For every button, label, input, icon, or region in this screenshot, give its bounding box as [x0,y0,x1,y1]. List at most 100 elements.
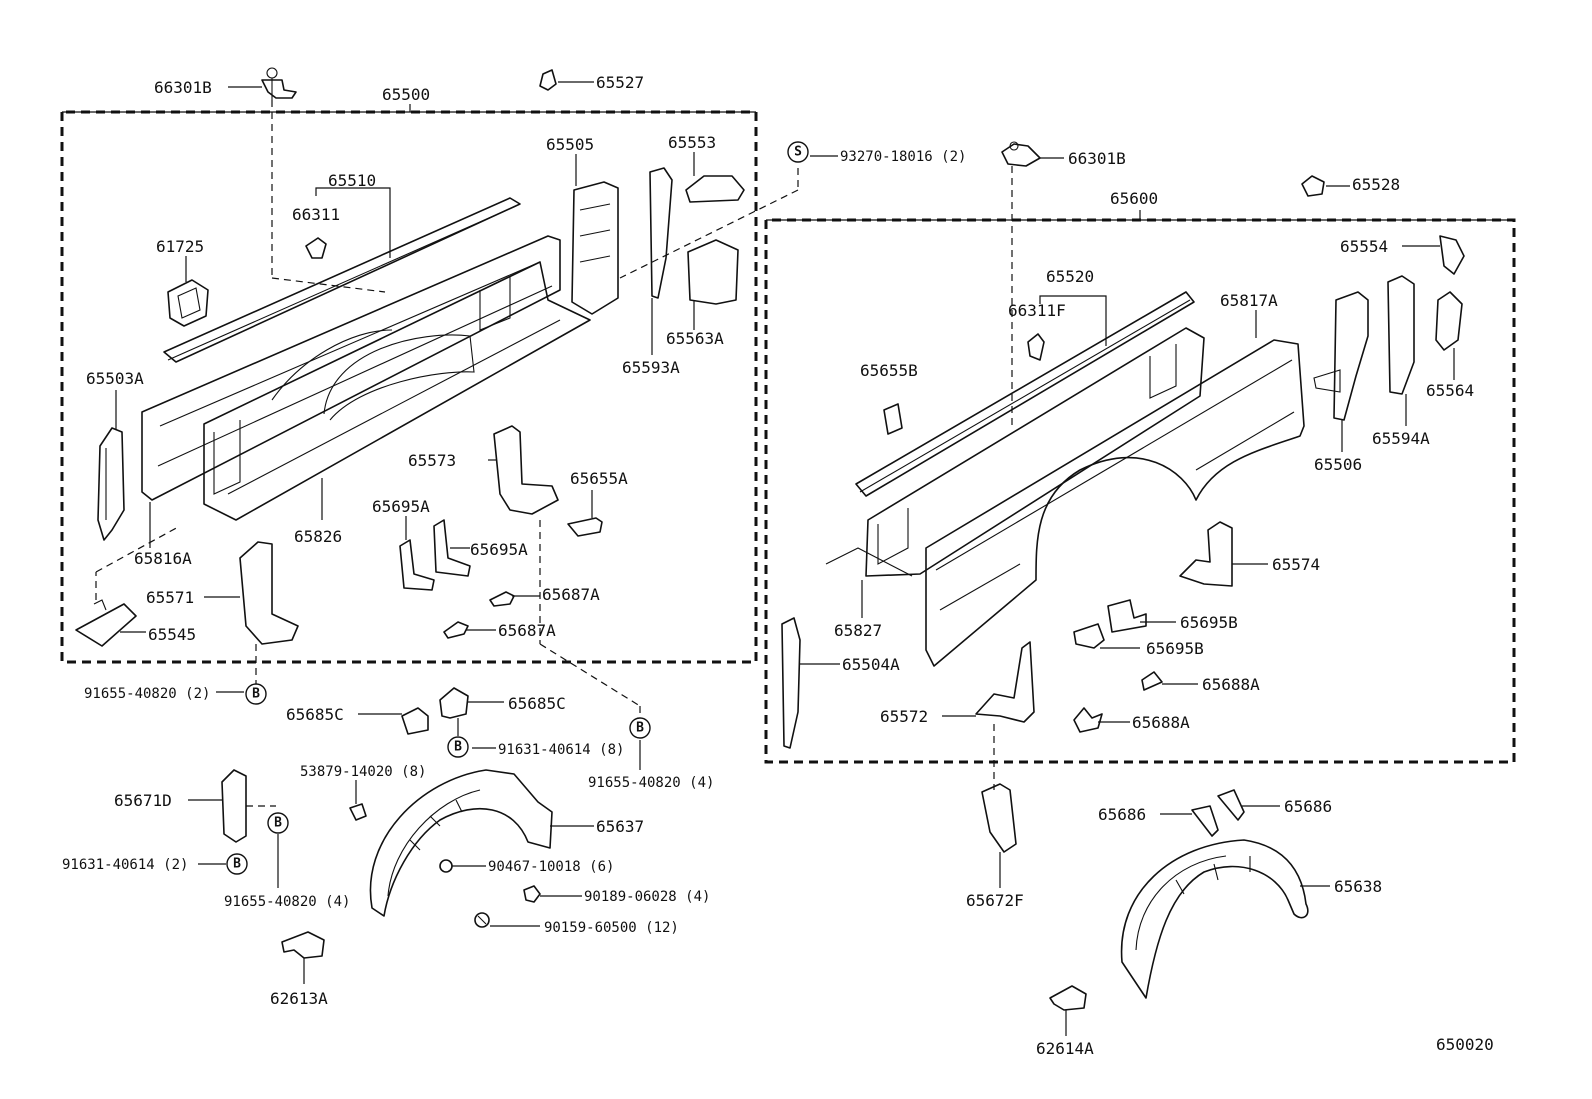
clip-65688a-b [1073,707,1130,733]
bracket-65686-a [1160,805,1219,837]
label-65528: 65528 [1352,175,1400,194]
callout-s: S [787,141,809,163]
label-90189: 90189-06028 (4) [584,889,710,905]
label-65506: 65506 [1314,455,1362,474]
clip-65688a-a [1141,671,1198,691]
bracket-65686-b [1217,789,1280,821]
label-65687a-a: 65687A [542,585,600,604]
panel-65505 [571,154,619,315]
nut-53879 [349,780,367,821]
label-91655-2: 91655-40820 (2) [84,686,210,702]
clip-65655b [883,403,903,435]
label-65686-a: 65686 [1098,805,1146,824]
clip-66301b-left [228,67,386,293]
svg-text:B: B [636,721,644,736]
label-65554: 65554 [1340,237,1388,256]
callout-b-3: B [629,717,651,739]
screw-90159 [474,912,540,928]
callout-b-5: B [226,853,248,875]
frame-left-bed-group [60,104,758,664]
label-65545: 65545 [148,625,196,644]
label-62614a: 62614A [1036,1039,1094,1058]
label-65504a: 65504A [842,655,900,674]
label-90467: 90467-10018 (6) [488,859,614,875]
bracket-65695a-b [433,519,471,577]
label-65686-b: 65686 [1284,797,1332,816]
clip-66311f [1027,333,1045,361]
bracket-65574 [1179,521,1268,587]
label-65638: 65638 [1334,877,1382,896]
label-65816a: 65816A [134,549,192,568]
callout-b-4: B [267,812,289,834]
label-66311: 66311 [292,205,340,224]
bracket-65554 [1402,235,1465,275]
label-65695b-b: 65695B [1146,639,1204,658]
bracket-65503a [97,390,125,541]
inner-panel-65826 [203,261,591,521]
label-65688a-b: 65688A [1132,713,1190,732]
bracket-65672f [981,783,1017,888]
label-65637: 65637 [596,817,644,836]
label-65563a: 65563A [666,329,724,348]
label-66301b-right: 66301B [1068,149,1126,168]
label-65503a: 65503A [86,369,144,388]
clip-90467 [439,859,486,873]
bracket-65553 [685,152,745,203]
label-65510: 65510 [328,171,376,190]
label-65817a: 65817A [1220,291,1278,310]
bracket-65527 [539,69,594,91]
label-90159: 90159-60500 (12) [544,920,679,936]
label-66301b-left: 66301B [154,78,212,97]
label-65655a: 65655A [570,469,628,488]
label-65600: 65600 [1110,189,1158,208]
pillar-65506 [1313,291,1369,452]
label-65505: 65505 [546,135,594,154]
clip-65687a-b [443,621,496,639]
bracket-65695b-a [1107,599,1176,633]
bracket-65572 [942,641,1035,790]
plate-65545 [75,525,181,647]
frame-right-bed-group [764,210,1516,764]
clip-66311 [305,237,327,259]
label-65520: 65520 [1046,267,1094,286]
bracket-65563a [687,239,739,330]
callout-b-2: B [447,736,469,758]
pad-62614a [1049,985,1087,1036]
bracket-65695a-a [399,516,435,591]
label-65688a-a: 65688A [1202,675,1260,694]
label-65671d: 65671D [114,791,172,810]
bracket-65564 [1435,291,1463,380]
label-65500: 65500 [382,85,430,104]
svg-text:B: B [274,816,282,831]
label-91655-4-mid: 91655-40820 (4) [588,775,714,791]
label-65695a-a: 65695A [372,497,430,516]
bracket-61725 [167,256,209,327]
svg-text:S: S [794,145,802,160]
label-65573: 65573 [408,451,456,470]
bracket-65685c-a [358,707,429,735]
side-rail-65520 [855,291,1195,497]
svg-text:B: B [252,687,260,702]
label-91655-4-left: 91655-40820 (4) [224,894,350,910]
label-93270: 93270-18016 (2) [840,149,966,165]
label-65687a-b: 65687A [498,621,556,640]
bolt-90189 [523,885,582,903]
clip-66301b-right [1001,141,1064,428]
label-65826: 65826 [294,527,342,546]
label-65685c-b: 65685C [508,694,566,713]
bracket-65685c-b [439,687,504,736]
label-65571: 65571 [146,588,194,607]
wheel-house-65638 [1120,839,1330,999]
label-65572: 65572 [880,707,928,726]
label-65695b-a: 65695B [1180,613,1238,632]
pad-62613a [281,931,325,984]
bracket-65573 [488,425,559,515]
svg-text:B: B [233,857,241,872]
label-61725: 61725 [156,237,204,256]
bracket-65571 [204,541,299,684]
label-91631-2: 91631-40614 (2) [62,857,188,873]
label-65695a-b: 65695A [470,540,528,559]
bracket-65695b-b [1073,623,1140,649]
label-65574: 65574 [1272,555,1320,574]
